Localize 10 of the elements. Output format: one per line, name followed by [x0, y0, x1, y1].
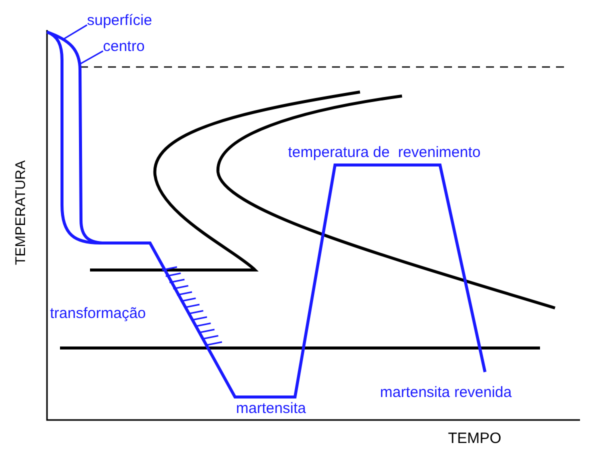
curve-label: superfície [87, 12, 152, 29]
axis-label: TEMPO [448, 430, 502, 447]
leader-line [62, 24, 88, 41]
curve-label: centro [103, 38, 145, 55]
curve-label: transformação [50, 305, 146, 322]
curve-label: martensita [236, 400, 306, 417]
curve-label: temperatura de revenimento [288, 144, 481, 161]
curve-label: martensita revenida [380, 384, 512, 401]
leader-line [80, 50, 104, 65]
axis-label: TEMPERATURA [12, 160, 29, 265]
